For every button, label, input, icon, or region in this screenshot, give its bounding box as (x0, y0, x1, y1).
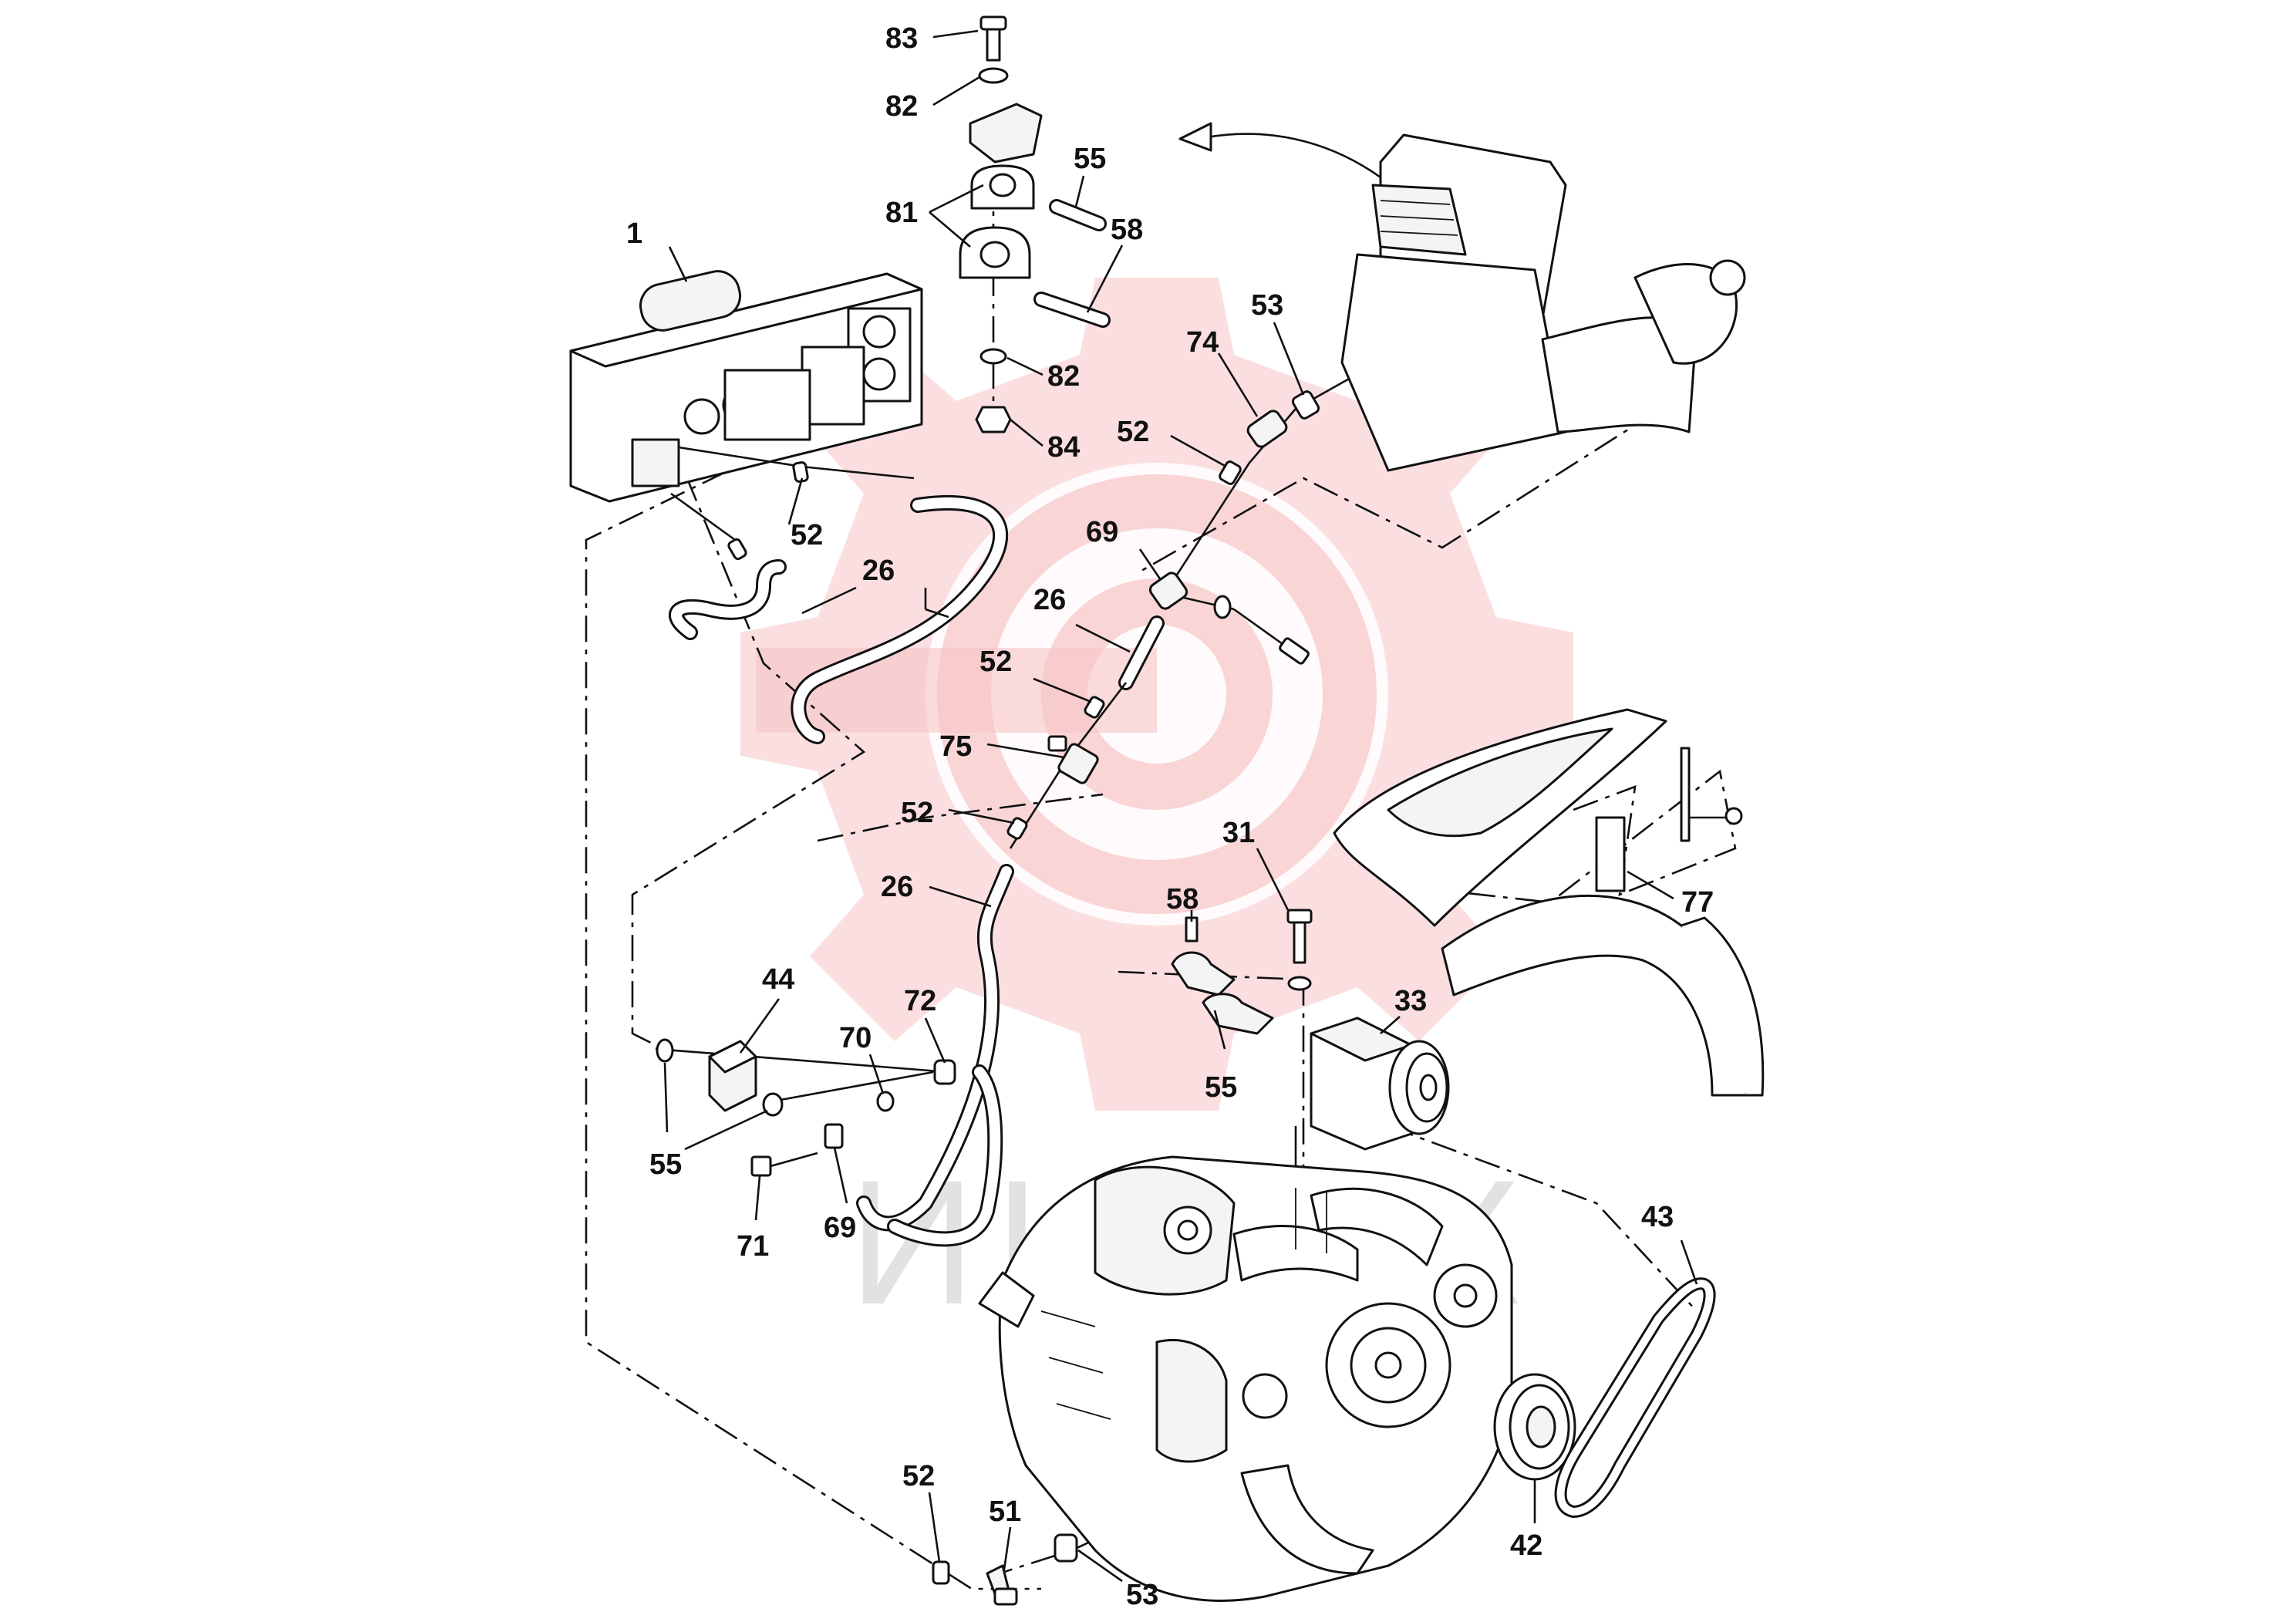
clamp-81-upper (970, 164, 1035, 210)
hose-piece-58-top (1033, 292, 1111, 328)
callout-72: 72 (904, 985, 936, 1017)
callout-52-supply-top: 52 (1117, 416, 1149, 448)
clamps-52 (727, 460, 1242, 1585)
fender-assembly (1333, 708, 1765, 1097)
callout-58-top: 58 (1111, 214, 1143, 246)
callout-55-lower-left: 55 (649, 1148, 682, 1181)
nut-84 (975, 406, 1012, 433)
belt-43 (1554, 1277, 1716, 1519)
callout-55-compressor: 55 (1205, 1071, 1237, 1104)
bracket-plate (969, 103, 1043, 164)
elbow-51 (986, 1564, 1018, 1606)
callout-84: 84 (1047, 431, 1080, 464)
callout-33: 33 (1394, 985, 1427, 1017)
callout-43: 43 (1641, 1201, 1674, 1233)
callout-82-bottom: 82 (1047, 360, 1080, 393)
bracket-group-lower-left (655, 1038, 956, 1177)
callout-69-lower: 69 (824, 1212, 856, 1244)
callout-58-bottom: 58 (1166, 883, 1199, 916)
clamp-52-heater-mid (727, 538, 747, 561)
callout-55-top: 55 (1074, 143, 1106, 175)
clamp-55-lower (762, 1092, 784, 1117)
hose-piece-55-top (1049, 199, 1107, 231)
engine-main (978, 1155, 1513, 1602)
washer-70 (876, 1091, 895, 1112)
fitting-53-bottom (1054, 1533, 1078, 1563)
callout-52-supply-low: 52 (901, 797, 933, 829)
callout-31: 31 (1222, 817, 1255, 849)
leader-lines (663, 29, 1698, 1583)
fitting-55-bottom (1202, 993, 1274, 1035)
bolt-31 (1286, 909, 1313, 991)
heater-unit (569, 270, 923, 503)
washer-82-top (978, 67, 1009, 84)
callout-26-lower: 26 (881, 871, 913, 903)
clamp-52-bottom (932, 1560, 950, 1585)
callout-77: 77 (1681, 886, 1714, 919)
callout-53-top: 53 (1251, 289, 1283, 322)
callout-26-middle: 26 (1033, 584, 1066, 616)
bolt-71 (750, 1152, 818, 1177)
watermark-gear-icon (740, 278, 1573, 1111)
clamp-52-supply-top (1219, 460, 1242, 485)
callout-74: 74 (1186, 326, 1219, 359)
direction-arrow-icon (1206, 133, 1381, 179)
hose-26-lower-loop (887, 1064, 1003, 1247)
callout-44: 44 (762, 963, 794, 996)
clip-69-lower (824, 1123, 844, 1149)
callout-52-bottom: 52 (902, 1460, 935, 1492)
tee-44 (708, 1040, 757, 1112)
clamp-52-heater-top (792, 461, 809, 483)
fitting-58-bottom (1171, 916, 1236, 996)
clamp-assembly (959, 15, 1111, 433)
callout-53-bottom: 53 (1126, 1579, 1158, 1611)
hose-26-heater-loop (791, 494, 1009, 744)
callout-82-top: 82 (885, 90, 918, 123)
clamp-81-lower (959, 226, 1031, 279)
clamp-72 (933, 1059, 956, 1085)
engine-top-view (1178, 122, 1746, 472)
fitting-69-tee (1148, 572, 1310, 665)
callout-83: 83 (885, 22, 918, 55)
callout-70: 70 (839, 1022, 872, 1054)
hose-26-middle (1118, 615, 1165, 690)
bracket-77 (1595, 747, 1743, 892)
callout-71: 71 (737, 1230, 769, 1263)
callout-1: 1 (626, 218, 642, 250)
callout-75: 75 (939, 730, 972, 763)
callout-81: 81 (885, 197, 918, 229)
callout-52-supply-mid: 52 (979, 646, 1012, 678)
fitting-74 (1246, 410, 1288, 448)
bolt-83 (979, 15, 1007, 62)
fitting-55-left (656, 1038, 674, 1063)
hose-26-short (669, 559, 787, 640)
heater-valve-block (631, 438, 680, 487)
pulley-42 (1493, 1373, 1576, 1481)
callout-42: 42 (1510, 1529, 1542, 1562)
callout-labels: 83 82 55 81 58 1 82 84 53 74 52 52 26 69… (626, 22, 1714, 1611)
callout-69-top: 69 (1086, 516, 1118, 548)
valve-75 (1047, 735, 1099, 784)
washer-82-bottom (979, 348, 1007, 365)
callout-26-heater: 26 (862, 555, 895, 587)
callout-52-heater: 52 (791, 519, 823, 551)
callout-51: 51 (989, 1496, 1021, 1528)
heater-vents (683, 307, 912, 441)
fitting-53-top (1291, 390, 1320, 420)
bottom-fittings (986, 1533, 1078, 1606)
ac-compressor (1171, 909, 1450, 1188)
